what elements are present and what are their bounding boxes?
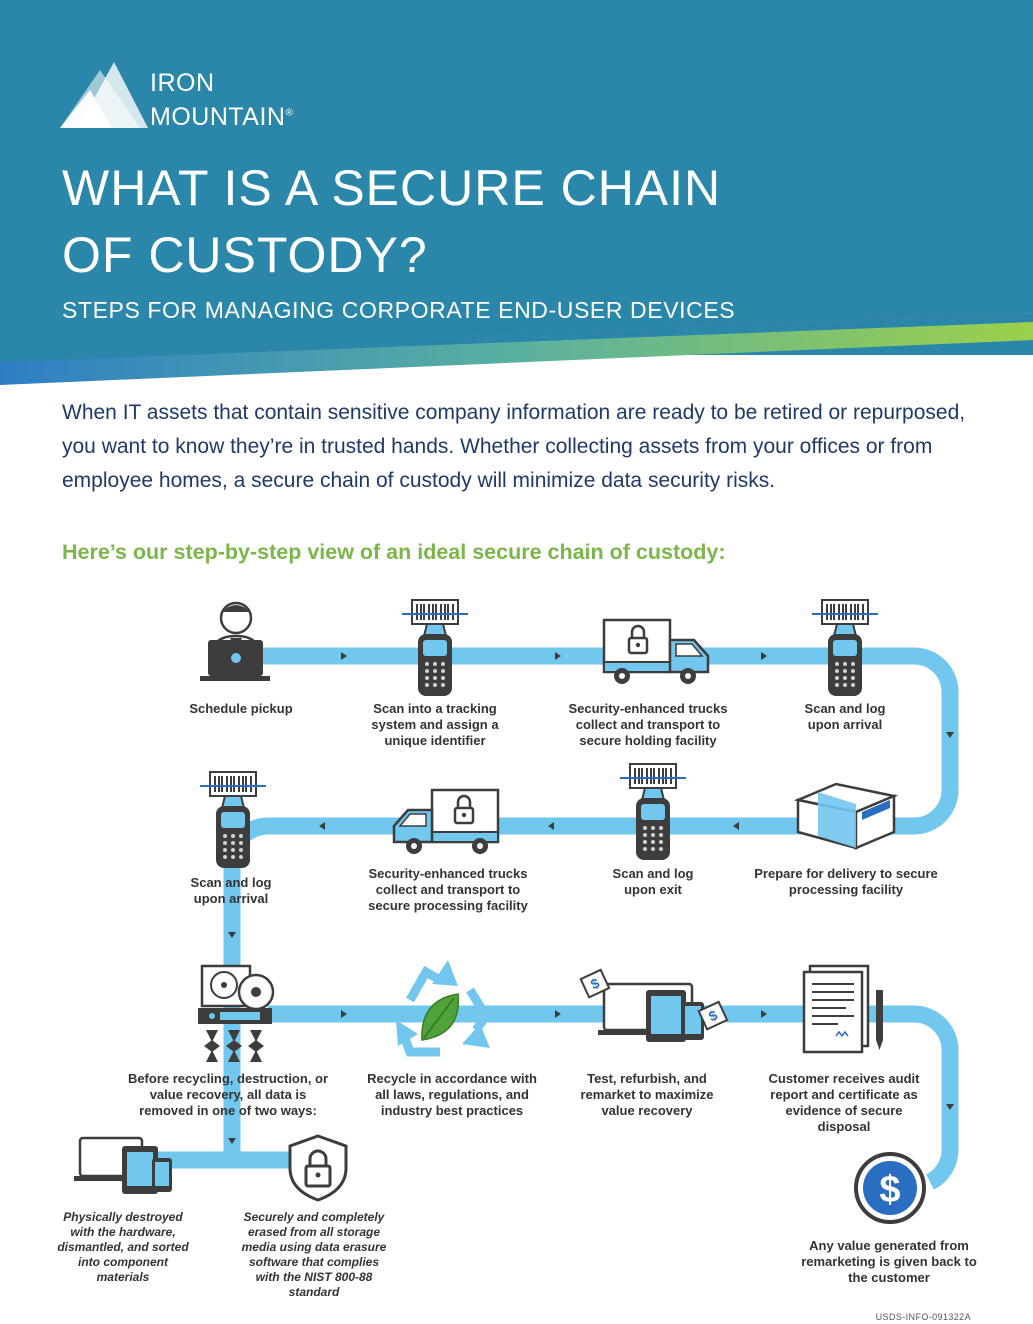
step-2-label: Scan into a tracking system and assign a… xyxy=(371,701,499,748)
lead-heading: Here’s our step-by-step view of an ideal… xyxy=(62,540,726,564)
intro-paragraph: When IT assets that contain sensitive co… xyxy=(62,401,966,492)
step-12-label: Customer receives audit report and certi… xyxy=(768,1071,920,1134)
step-5-label: Prepare for delivery to secure processin… xyxy=(754,866,938,897)
svg-text:$: $ xyxy=(879,1169,900,1211)
page-title-line-2: OF CUSTODY? xyxy=(62,227,428,283)
truck-icon xyxy=(392,788,500,856)
step-3-label: Security-enhanced trucks collect and tra… xyxy=(568,701,728,748)
step-7-label: Security-enhanced trucks collect and tra… xyxy=(368,866,528,913)
dollar-icon: $ xyxy=(854,1152,926,1224)
step-10-label: Recycle in accordance with all laws, reg… xyxy=(367,1071,537,1118)
branch-1-label: Physically destroyed with the hardware, … xyxy=(57,1210,189,1284)
box-icon xyxy=(793,782,899,850)
document-icon xyxy=(802,964,883,1054)
shield-lock-icon xyxy=(288,1134,348,1202)
step-6-label: Scan and log upon exit xyxy=(612,866,694,897)
document-id: USDS-INFO-091322A xyxy=(875,1312,971,1322)
devices-icon xyxy=(74,1136,172,1194)
step-4-label: Scan and log upon arrival xyxy=(804,701,886,732)
page-subtitle: STEPS FOR MANAGING CORPORATE END-USER DE… xyxy=(62,297,736,323)
brand-line-2: MOUNTAIN® xyxy=(150,103,294,131)
page-title-line-1: WHAT IS A SECURE CHAIN xyxy=(62,160,722,216)
mountain-logo-icon xyxy=(60,62,148,128)
step-13-label: Any value generated from remarketing is … xyxy=(801,1238,977,1285)
step-8-label: Scan and log upon arrival xyxy=(190,875,272,906)
truck-icon xyxy=(602,618,710,686)
step-9-label: Before recycling, destruction, or value … xyxy=(127,1071,329,1118)
devices-tag-icon: $ $ xyxy=(579,968,729,1042)
step-11-label: Test, refurbish, and remarket to maximiz… xyxy=(580,1071,714,1118)
header-banner xyxy=(0,0,1033,385)
recycle-icon xyxy=(396,960,492,1057)
shredder-icon xyxy=(198,964,275,1062)
person-laptop-icon xyxy=(200,601,270,681)
step-1-label: Schedule pickup xyxy=(189,701,293,716)
branch-2-label: Securely and completely erased from all … xyxy=(241,1210,387,1299)
barcode-scanner-icon xyxy=(619,763,687,861)
brand-line-1: IRON xyxy=(150,69,215,97)
